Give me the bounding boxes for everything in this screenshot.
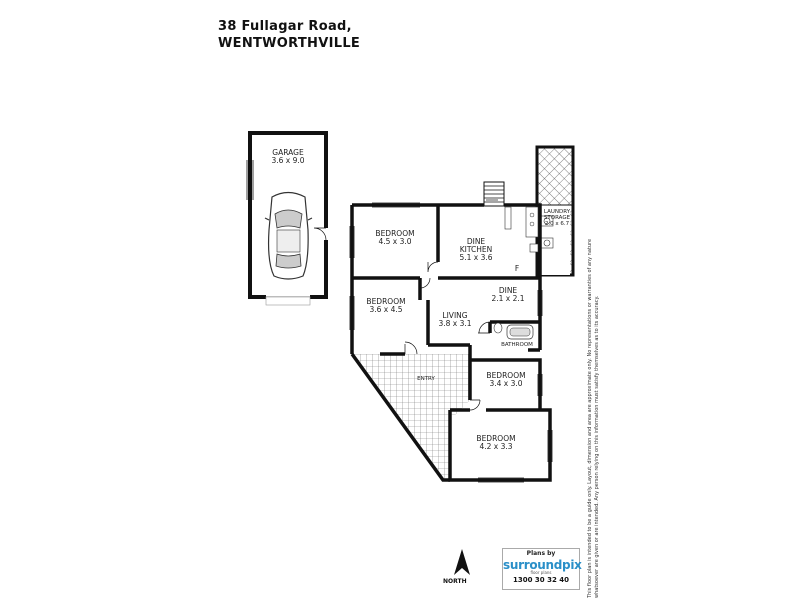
- garage-name: GARAGE: [272, 148, 304, 157]
- dine-name: DINE: [499, 286, 518, 295]
- laundry-name2: STORAGE: [544, 215, 571, 221]
- dine-kitchen-size: 5.1 x 3.6: [459, 253, 492, 262]
- dine-size: 2.1 x 2.1: [491, 294, 524, 303]
- bedroom4-size: 4.2 x 3.3: [479, 442, 512, 451]
- windows: [246, 160, 553, 483]
- surroundpix-logo: Plans by surroundpix floor plans 1300 30…: [502, 548, 582, 590]
- north-label: NORTH: [443, 578, 467, 585]
- entry-name: ENTRY: [417, 376, 435, 382]
- address-suburb: WENTWORTHVILLE: [218, 36, 361, 51]
- garage: [248, 131, 328, 306]
- kitchen-fittings: [504, 206, 539, 253]
- car-icon: [264, 191, 313, 280]
- bedroom3-size: 3.4 x 3.0: [489, 379, 522, 388]
- house-walls: [350, 203, 552, 482]
- bedroom4-name: BEDROOM: [476, 434, 515, 443]
- living-size: 3.8 x 3.1: [438, 319, 471, 328]
- entry-tiles: [352, 354, 470, 480]
- laundry-size: 2.0 x 6.7: [545, 221, 570, 227]
- logo-brand: surroundpix: [503, 558, 582, 572]
- dine-kitchen-name1: DINE: [467, 237, 486, 246]
- living-name: LIVING: [442, 311, 467, 320]
- disclaimer-line1: This floor plan is intended to be a guid…: [587, 238, 593, 598]
- bedroom1-name: BEDROOM: [375, 229, 414, 238]
- bathroom-name: BATHROOM: [501, 342, 533, 348]
- laundry-name1: LAUNDRY: [544, 209, 571, 215]
- logo-plans-by: Plans by: [526, 550, 556, 557]
- logo-phone: 1300 30 32 40: [512, 576, 570, 584]
- bedroom2-name: BEDROOM: [366, 297, 405, 306]
- door-swings: [404, 199, 498, 411]
- bedroom2-size: 3.6 x 4.5: [369, 305, 402, 314]
- laundry-storage: [535, 145, 575, 277]
- bedroom1-size: 4.5 x 3.0: [378, 237, 411, 246]
- disclaimer: This floor plan is intended to be a guid…: [587, 239, 601, 600]
- fridge-mark: F: [515, 264, 519, 273]
- disclaimer-line2: whatsoever are given or are intended. An…: [594, 295, 600, 598]
- bedroom3-name: BEDROOM: [486, 371, 525, 380]
- logo-sub: floor plans: [530, 570, 552, 575]
- stairs: [483, 181, 505, 207]
- north-arrow-icon: [454, 549, 470, 575]
- address-street: 38 Fullagar Road,: [218, 19, 352, 34]
- garage-size: 3.6 x 9.0: [271, 156, 304, 165]
- bathroom-fittings: [493, 322, 534, 340]
- dine-kitchen-name2: KITCHEN: [460, 245, 493, 254]
